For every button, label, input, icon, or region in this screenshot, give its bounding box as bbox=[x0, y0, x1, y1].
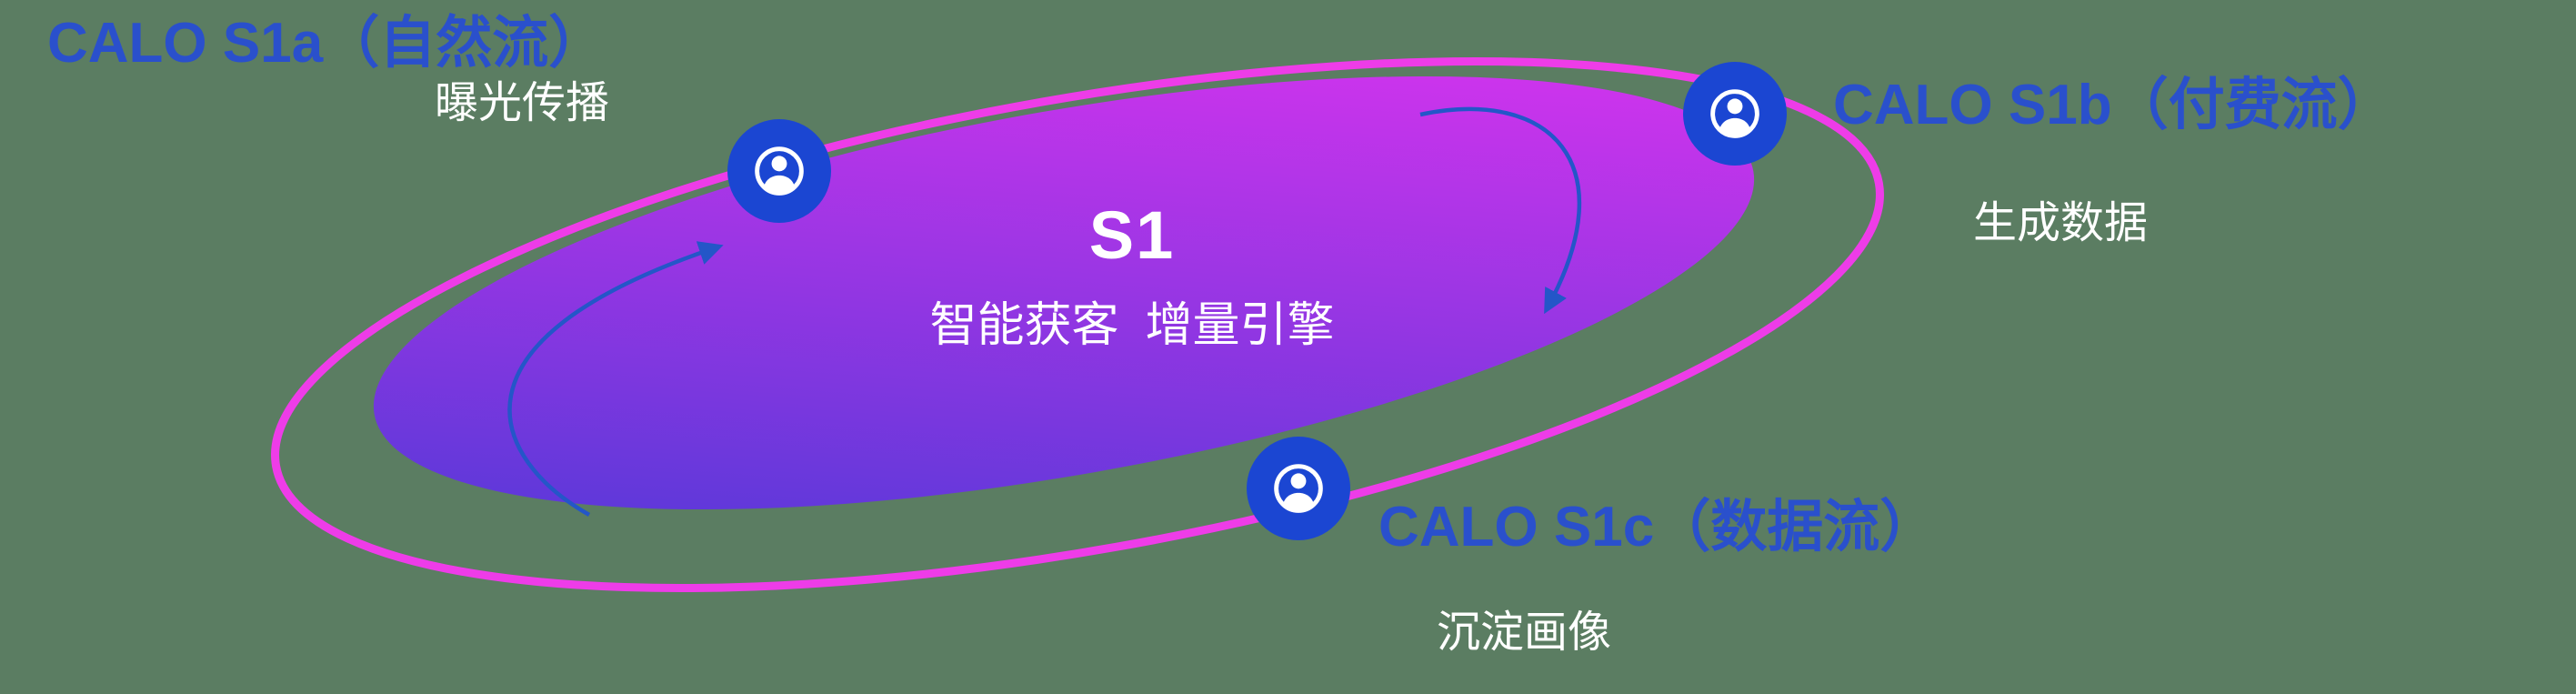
node-label-s1c: CALO S1c（数据流） bbox=[1378, 496, 1937, 558]
core-text: S1 智能获客 增量引擎 bbox=[930, 198, 1335, 355]
core-gradient-ellipse bbox=[373, 75, 1755, 510]
orbit-ring bbox=[271, 57, 1884, 592]
node-icon-s1b bbox=[1683, 62, 1787, 166]
node-label-s1a: CALO S1a（自然流） bbox=[47, 12, 606, 75]
node-icon-s1c bbox=[1247, 437, 1350, 540]
flow-arrow-left bbox=[507, 241, 724, 517]
node-icon-s1a bbox=[727, 119, 831, 223]
node-label-s1b: CALO S1b（付费流） bbox=[1833, 74, 2394, 136]
flow-arrow-right bbox=[1419, 106, 1582, 315]
node-sublabel-s1c: 沉淀画像 bbox=[1437, 609, 1612, 657]
user-icon bbox=[1710, 89, 1759, 138]
node-sublabel-s1a: 曝光传播 bbox=[435, 79, 610, 127]
user-icon bbox=[1274, 464, 1323, 513]
node-sublabel-s1b: 生成数据 bbox=[1973, 199, 2149, 247]
core-subtitle: 智能获客 增量引擎 bbox=[929, 299, 1335, 353]
user-icon bbox=[755, 146, 804, 196]
core-title: S1 bbox=[1088, 197, 1176, 273]
